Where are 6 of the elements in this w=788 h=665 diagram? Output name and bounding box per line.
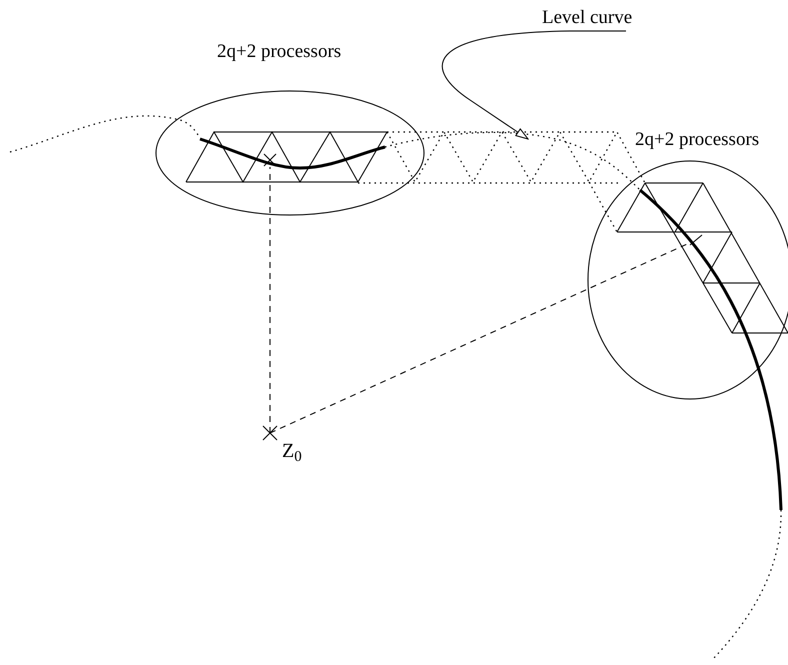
point-label: Z$_{0}$ (282, 441, 302, 461)
curve-label: Level curve (542, 8, 632, 27)
group-heading: 2q+2 processors (635, 130, 760, 149)
leader-line (442, 30, 626, 140)
dashed-line (270, 242, 690, 434)
group-heading: 2q+2 processors (217, 42, 342, 61)
